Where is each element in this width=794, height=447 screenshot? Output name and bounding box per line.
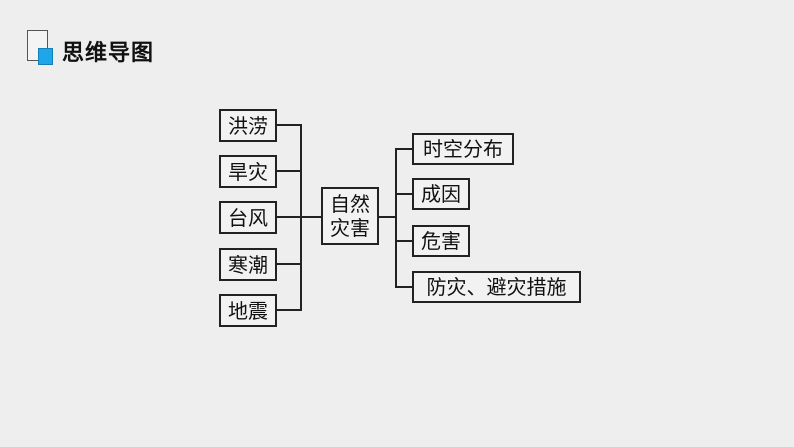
node-prevention: 防灾、避灾措施: [412, 271, 581, 303]
node-hazards: 危害: [412, 225, 470, 257]
connector: [395, 148, 412, 150]
connector: [379, 216, 396, 218]
node-drought: 旱灾: [219, 155, 277, 188]
connector: [395, 193, 412, 195]
node-earthquake: 地震: [219, 294, 277, 327]
node-natural-disaster: 自然 灾害: [321, 187, 379, 245]
section-icon-square: [38, 48, 53, 65]
connector: [277, 124, 301, 126]
connector: [277, 216, 321, 218]
center-line-2: 灾害: [330, 216, 370, 240]
connector: [277, 263, 301, 265]
node-cold-wave: 寒潮: [219, 248, 277, 281]
connector: [277, 170, 301, 172]
connector-vertical: [395, 148, 397, 288]
node-flood: 洪涝: [219, 109, 277, 142]
connector: [277, 309, 301, 311]
node-typhoon: 台风: [219, 201, 277, 234]
node-distribution: 时空分布: [412, 133, 514, 165]
connector-vertical: [300, 124, 302, 311]
page-title: 思维导图: [62, 41, 155, 66]
node-causes: 成因: [412, 178, 470, 210]
connector: [395, 240, 412, 242]
connector: [395, 286, 412, 288]
center-line-1: 自然: [330, 192, 370, 216]
